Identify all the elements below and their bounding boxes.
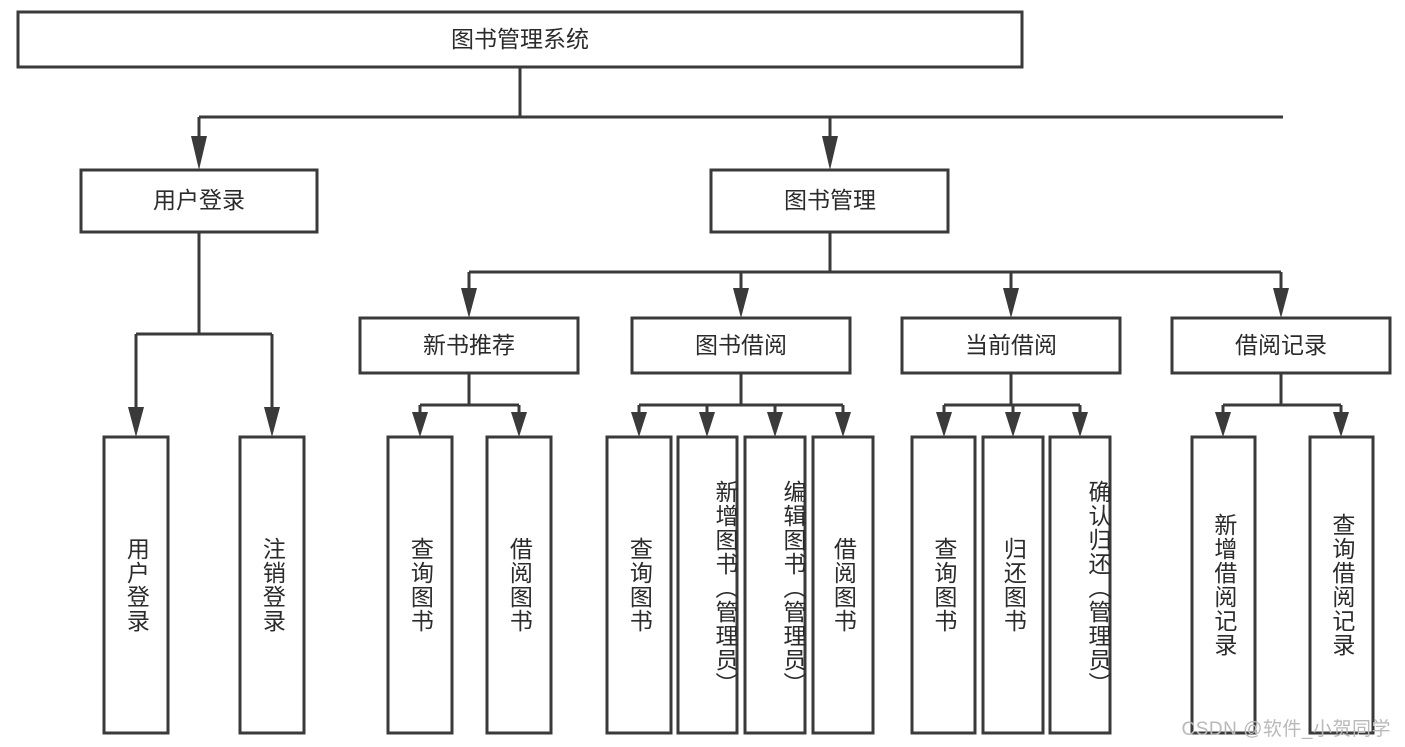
leaf-box-borrow-book-2[interactable] [811, 435, 875, 735]
node-book-management[interactable]: 图书管理 [709, 168, 950, 234]
node-book-management-label: 图书管理 [784, 187, 876, 213]
node-book-borrow[interactable]: 图书借阅 [630, 316, 852, 375]
csdn-watermark: CSDN @软件_小贺同学 [1181, 719, 1391, 740]
leaf-box-query-book-1[interactable] [386, 435, 454, 735]
node-root-label: 图书管理系统 [451, 26, 589, 52]
node-new-book-recommend-label: 新书推荐 [423, 332, 515, 358]
node-user-login[interactable]: 用户登录 [79, 168, 319, 234]
connector-bookborrow-to-leaves [631, 373, 851, 437]
leaf-box-query-record[interactable] [1308, 435, 1375, 735]
leaf-box-query-book-3[interactable] [910, 435, 977, 735]
connector-newbook-to-leaves [412, 373, 527, 437]
connector-borrowrecord-to-leaves [1215, 373, 1349, 437]
node-user-login-label: 用户登录 [153, 187, 245, 213]
node-new-book-recommend[interactable]: 新书推荐 [358, 316, 580, 375]
leaf-box-query-book-2[interactable] [605, 435, 673, 735]
leaf-box-add-record[interactable] [1190, 435, 1257, 735]
leaf-boxes [102, 435, 1375, 735]
leaf-box-add-book[interactable] [676, 435, 739, 735]
node-current-borrow[interactable]: 当前借阅 [900, 316, 1122, 375]
leaf-box-edit-book[interactable] [743, 435, 807, 735]
leaf-box-confirm-return[interactable] [1048, 435, 1112, 735]
node-borrow-record[interactable]: 借阅记录 [1170, 316, 1392, 375]
node-root[interactable]: 图书管理系统 [16, 10, 1024, 69]
connector-userlogin-to-leaves [128, 232, 280, 437]
node-current-borrow-label: 当前借阅 [965, 332, 1057, 358]
connector-root-to-level2 [191, 67, 1283, 170]
leaf-box-user-login[interactable] [102, 435, 170, 735]
leaf-box-borrow-book-1[interactable] [485, 435, 553, 735]
leaf-box-user-logout[interactable] [238, 435, 306, 735]
connector-currentborrow-to-leaves [936, 373, 1088, 437]
connector-bookmgmt-to-level3 [461, 232, 1289, 318]
node-book-borrow-label: 图书借阅 [695, 332, 787, 358]
leaf-box-return-book[interactable] [981, 435, 1045, 735]
node-borrow-record-label: 借阅记录 [1235, 332, 1327, 358]
